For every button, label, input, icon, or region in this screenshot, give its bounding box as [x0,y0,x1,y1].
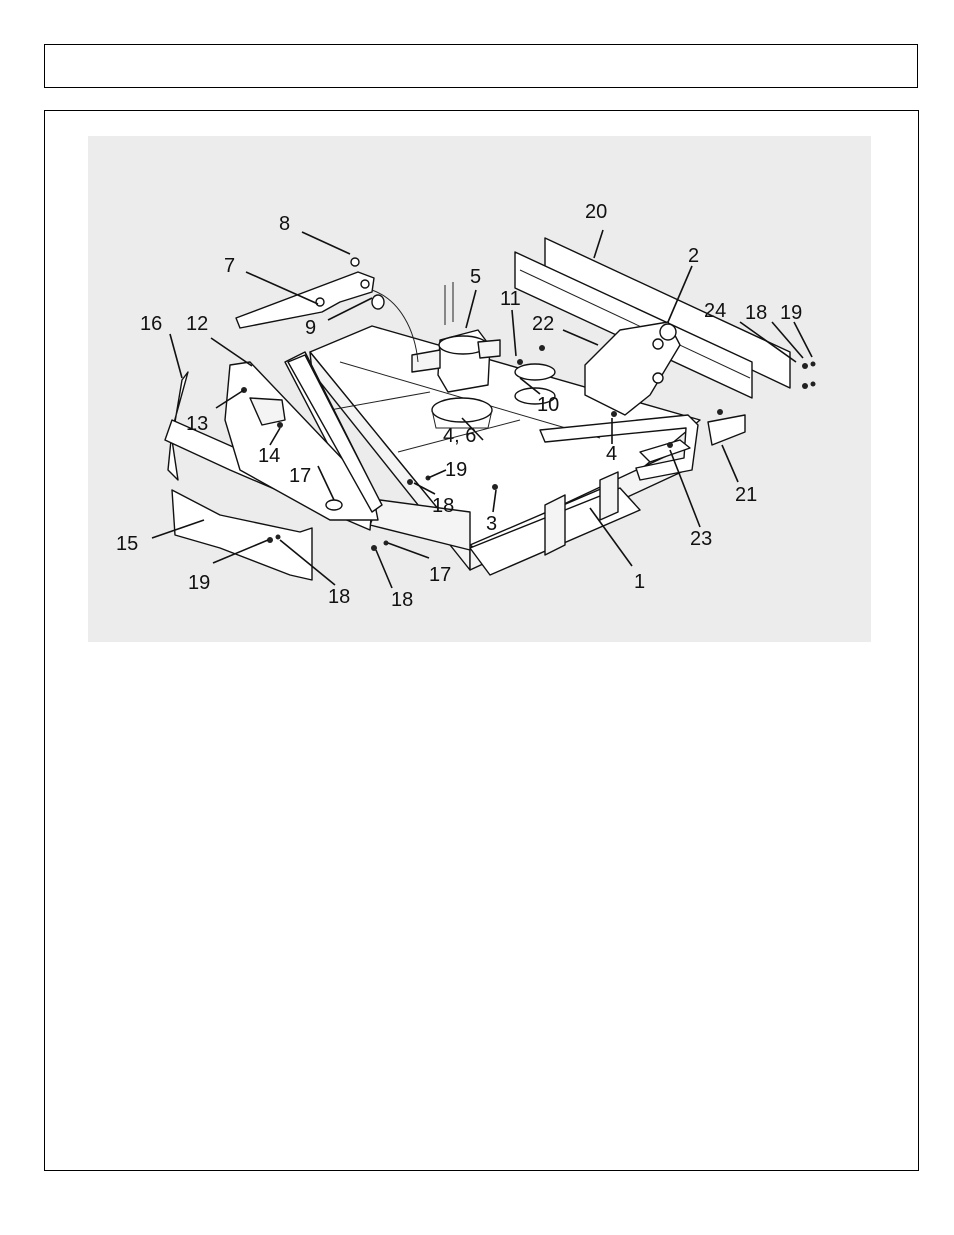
callout-19-center: 19 [445,459,467,481]
callout-18-center: 18 [432,495,454,517]
callout-17-left: 17 [289,465,311,487]
callout-19-bottom: 19 [188,572,210,594]
callout-1: 1 [634,571,645,593]
callout-18-right: 18 [745,302,767,324]
rear-shield [514,237,791,399]
callout-18-bottom: 18 [391,589,413,611]
callout-24: 24 [704,300,726,322]
front-rail [469,471,641,576]
callout-20: 20 [585,201,607,223]
callout-4-6: 4, 6 [443,425,476,447]
left-rails [287,354,383,513]
callout-12: 12 [186,313,208,335]
callout-13: 13 [186,413,208,435]
callout-labels: 8 7 9 16 12 13 14 17 15 19 18 18 17 19 1… [116,201,802,611]
callout-23: 23 [690,528,712,550]
callout-4: 4 [606,443,617,465]
callout-5: 5 [470,266,481,288]
side-shields [164,361,379,581]
callout-15: 15 [116,533,138,555]
callout-10: 10 [537,394,559,416]
callout-19-right: 19 [780,302,802,324]
blade-discs [514,363,556,405]
hitch-bracket [584,321,681,416]
hardware [241,345,816,551]
right-bracket [707,414,746,446]
callout-16: 16 [140,313,162,335]
figure-frame [44,110,919,1171]
callout-21: 21 [735,484,757,506]
callout-7: 7 [224,255,235,277]
callout-3: 3 [486,513,497,535]
callout-22: 22 [532,313,554,335]
header-box [44,44,918,88]
callout-11: 11 [500,288,521,310]
callout-17-bottom: 17 [429,564,451,586]
callout-8: 8 [279,213,290,235]
callout-2: 2 [688,245,699,267]
gearbox [411,282,501,429]
shield-arm [235,257,419,363]
tube-frame [539,414,699,481]
leader-lines [151,229,813,589]
callout-14: 14 [258,445,280,467]
callout-18-bottom-left: 18 [328,586,350,608]
callout-9: 9 [305,317,316,339]
